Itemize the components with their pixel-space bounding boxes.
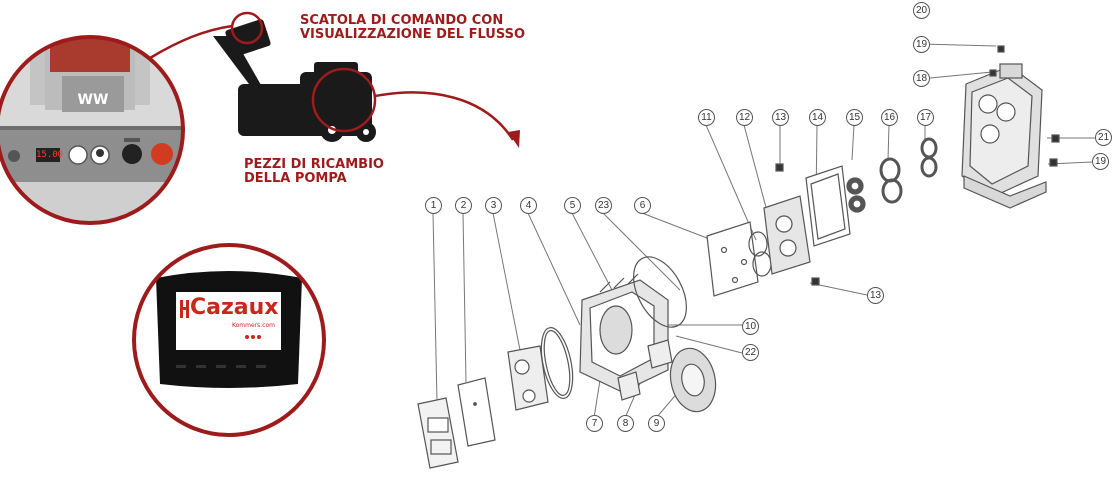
- part-callout-8: 8: [617, 415, 634, 432]
- pump-parts-label-line1: PEZZI DI RICAMBIO: [244, 157, 384, 172]
- control-panel-photo: WW: [0, 37, 183, 223]
- part-callout-13-bottom: 13: [867, 287, 884, 304]
- part-callout-11: 11: [698, 109, 715, 126]
- part-callout-6: 6: [634, 197, 651, 214]
- part-callout-19-bottom: 19: [1092, 153, 1109, 170]
- part-callout-2: 2: [455, 197, 472, 214]
- exploded-pump-drawing: [417, 43, 1095, 469]
- control-box-callout-ring: [230, 11, 264, 45]
- part-callout-15: 15: [846, 109, 863, 126]
- part-callout-22: 22: [742, 344, 759, 361]
- part-callout-9: 9: [648, 415, 665, 432]
- flow-display-photo: [134, 245, 324, 435]
- part-callout-13-top: 13: [772, 109, 789, 126]
- pump-parts-label-line2: DELLA POMPA: [244, 171, 347, 186]
- part-callout-17: 17: [917, 109, 934, 126]
- panel-display-readout: 15.00: [36, 149, 64, 161]
- part-callout-18: 18: [913, 70, 930, 87]
- screen-brand-subtext: Kommers.com: [232, 322, 276, 329]
- part-callout-23: 23: [595, 197, 612, 214]
- pump-callout-ring: [311, 67, 377, 133]
- control-panel-photo-ring: [0, 35, 185, 225]
- svg-text:WW: WW: [78, 92, 109, 108]
- part-callout-1: 1: [425, 197, 442, 214]
- screen-brand-text: Cazaux: [190, 295, 279, 320]
- part-callout-21: 21: [1095, 129, 1112, 146]
- control-box-connector: [149, 24, 233, 60]
- control-box-label-line2: VISUALIZZAZIONE DEL FLUSSO: [300, 27, 526, 42]
- part-callout-7: 7: [586, 415, 603, 432]
- part-callout-4: 4: [520, 197, 537, 214]
- part-callout-20: 20: [913, 2, 930, 19]
- part-callout-3: 3: [485, 197, 502, 214]
- part-callout-14: 14: [809, 109, 826, 126]
- control-box-label-line1: SCATOLA DI COMANDO CON: [300, 13, 504, 28]
- pump-connector-arrowhead: [508, 130, 520, 148]
- pump-connector: [374, 91, 515, 141]
- part-callout-19-top: 19: [913, 36, 930, 53]
- part-callout-5: 5: [564, 197, 581, 214]
- flow-display-photo-ring: [132, 243, 326, 437]
- part-callout-10: 10: [742, 318, 759, 335]
- part-callout-12: 12: [736, 109, 753, 126]
- part-callout-16: 16: [881, 109, 898, 126]
